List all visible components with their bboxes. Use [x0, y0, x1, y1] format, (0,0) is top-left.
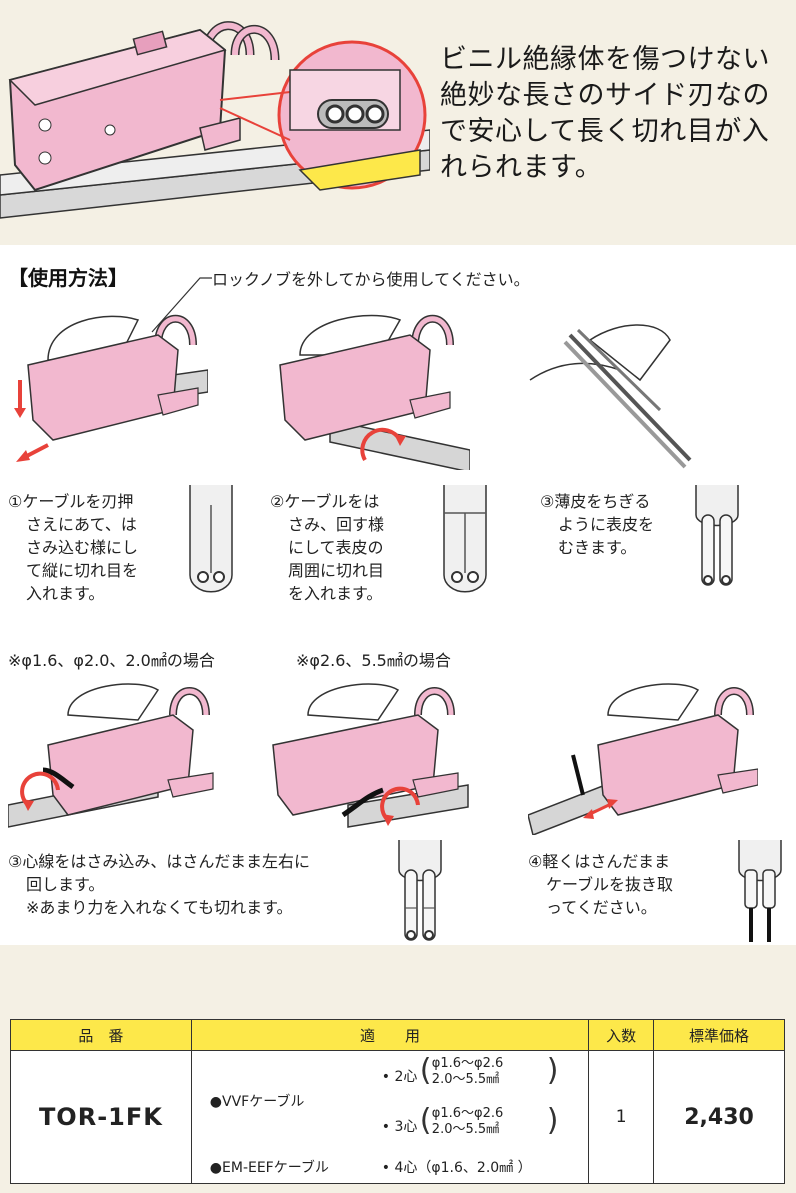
- step1-line: ①ケーブルを刃押: [8, 492, 134, 511]
- step2-illustration: [279, 314, 470, 470]
- paren-close: ): [546, 1103, 559, 1138]
- model-cell: TOR-1FK: [10, 1050, 192, 1184]
- lock-note: ロックノブを外してから使用してください。: [212, 270, 530, 289]
- usage-cell: ●VVFケーブル • 2心 ( φ1.6〜φ2.6 2.0〜5.5㎟ ) • 3…: [190, 1050, 590, 1184]
- step1-line: て縦に切れ目を: [26, 561, 139, 580]
- step3a-illustration: [8, 683, 214, 828]
- qty-cell: 1: [588, 1050, 655, 1184]
- step3-line: ③薄皮をちぎる: [540, 492, 651, 511]
- paren-open: (: [419, 1103, 432, 1138]
- step1-illustration: [14, 314, 208, 462]
- vvf-label: ●VVFケーブル: [209, 1094, 305, 1110]
- case-b-label: ※φ2.6、5.5㎟の場合: [296, 651, 451, 670]
- price-cell: 2,430: [653, 1050, 785, 1184]
- cable-diagram-step3b: [398, 840, 442, 941]
- step2-line: ②ケーブルをは: [270, 492, 380, 511]
- step2-text: ②ケーブルをは さみ、回す様 にして表皮の 周囲に切れ目 を入れます。: [270, 490, 384, 605]
- step3b-line: ③心線をはさみ込み、はさんだまま左右に: [8, 852, 311, 871]
- step3-illustration: [529, 324, 692, 469]
- promo-line: れられます。: [440, 152, 603, 183]
- table-header-row: 品 番 適 用 入数 標準価格: [10, 1019, 785, 1051]
- step3-line: ように表皮を: [558, 515, 655, 534]
- step1-text: ①ケーブルを刃押 さえにあて、は さみ込む様にし て縦に切れ目を 入れます。: [8, 490, 138, 605]
- promo-line: ビニル絶縁体を傷つけない: [440, 44, 770, 75]
- cable-diagram-step3: [695, 485, 739, 586]
- spec-table: 品 番 適 用 入数 標準価格 TOR-1FK ●VVFケーブル • 2心 ( …: [10, 1019, 785, 1184]
- tool-closeup-illustration: [0, 21, 430, 219]
- step2-line: 周囲に切れ目: [288, 561, 385, 580]
- cable-diagram-step1: [189, 485, 233, 593]
- step1-line: さえにあて、は: [26, 515, 137, 534]
- step3b-line: ※あまり力を入れなくても切れます。: [26, 898, 293, 917]
- header-usage: 適 用: [190, 1019, 590, 1051]
- vvf-3-range-b: 2.0〜5.5㎟: [431, 1122, 500, 1137]
- step4-line: ④軽くはさんだまま: [528, 852, 671, 871]
- cable-diagram-step4: [738, 840, 782, 942]
- paren-close: ): [546, 1053, 559, 1088]
- eef-4core: • 4心（φ1.6、2.0㎟ ）: [381, 1160, 532, 1176]
- step4-illustration: [528, 683, 758, 835]
- step4-line: ケーブルを抜き取: [546, 875, 674, 894]
- step4-line: ってください。: [546, 898, 657, 917]
- vvf-2-range-b: 2.0〜5.5㎟: [431, 1072, 500, 1087]
- case-a-label: ※φ1.6、φ2.0、2.0㎟の場合: [8, 651, 215, 670]
- eef-label: ●EM-EEFケーブル: [209, 1160, 329, 1176]
- step1-line: 入れます。: [26, 584, 105, 603]
- step4-text: ④軽くはさんだまま ケーブルを抜き取 ってください。: [528, 850, 673, 919]
- step1-line: さみ込む様にし: [26, 538, 139, 557]
- header-price: 標準価格: [653, 1019, 785, 1051]
- step3b-line: 回します。: [26, 875, 105, 894]
- step3b-illustration: [272, 683, 469, 828]
- promo-line: 絶妙な長さのサイド刃なの: [440, 80, 770, 111]
- step3-line: むきます。: [558, 538, 637, 557]
- vvf-2-range-a: φ1.6〜φ2.6: [431, 1056, 504, 1071]
- promo-line: で安心して長く切れ目が入: [440, 116, 770, 147]
- lock-note-leader-line: [151, 277, 212, 333]
- header-qty: 入数: [588, 1019, 655, 1051]
- vvf-3-range-a: φ1.6〜φ2.6: [431, 1106, 504, 1121]
- step3b-text: ③心線をはさみ込み、はさんだまま左右に 回します。 ※あまり力を入れなくても切れ…: [8, 850, 310, 919]
- step2-line: を入れます。: [288, 584, 383, 603]
- step2-line: さみ、回す様: [288, 515, 385, 534]
- promo-description: ビニル絶縁体を傷つけない 絶妙な長さのサイド刃なの で安心して長く切れ目が入 れ…: [440, 42, 790, 186]
- step3-text: ③薄皮をちぎる ように表皮を むきます。: [540, 490, 654, 559]
- paren-open: (: [419, 1053, 432, 1088]
- vvf-3core: • 3心: [381, 1119, 418, 1135]
- cable-diagram-step2: [443, 485, 487, 593]
- vvf-2core: • 2心: [381, 1069, 418, 1085]
- step2-line: にして表皮の: [288, 538, 384, 557]
- usage-heading: 【使用方法】: [8, 266, 128, 290]
- table-row: TOR-1FK ●VVFケーブル • 2心 ( φ1.6〜φ2.6 2.0〜5.…: [10, 1050, 785, 1184]
- header-model: 品 番: [10, 1019, 192, 1051]
